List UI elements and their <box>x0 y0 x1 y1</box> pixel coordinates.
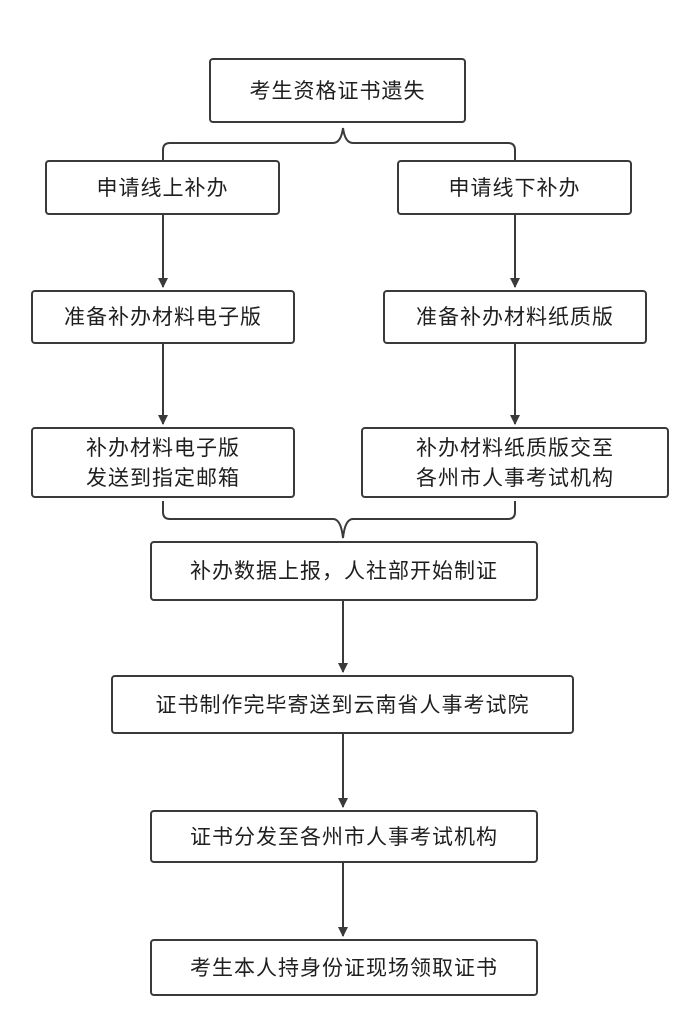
node-send-electronic: 补办材料电子版 发送到指定邮箱 <box>31 427 295 498</box>
node-offline-apply: 申请线下补办 <box>397 160 632 215</box>
node-report-data: 补办数据上报，人社部开始制证 <box>150 541 538 601</box>
node-certificate-lost: 考生资格证书遗失 <box>209 58 466 123</box>
split-brace <box>162 127 516 160</box>
node-collect: 考生本人持身份证现场领取证书 <box>150 939 538 996</box>
node-mail-certificate-label: 证书制作完毕寄送到云南省人事考试院 <box>155 692 530 717</box>
node-send-electronic-line-2: 发送到指定邮箱 <box>86 465 240 490</box>
node-report-data-label: 补办数据上报，人社部开始制证 <box>190 559 498 583</box>
node-submit-paper: 补办材料纸质版交至 各州市人事考试机构 <box>361 427 669 498</box>
node-prepare-paper: 准备补办材料纸质版 <box>383 290 647 344</box>
node-offline-apply-label: 申请线下补办 <box>448 175 581 200</box>
node-prepare-electronic: 准备补办材料电子版 <box>31 290 295 344</box>
node-certificate-lost-label: 考生资格证书遗失 <box>249 78 426 103</box>
node-online-apply: 申请线上补办 <box>45 160 280 215</box>
node-submit-paper-line-1: 补办材料纸质版交至 <box>416 435 614 460</box>
node-submit-paper-line-2: 各州市人事考试机构 <box>416 465 614 490</box>
node-distribute: 证书分发至各州市人事考试机构 <box>150 810 538 863</box>
node-prepare-electronic-label: 准备补办材料电子版 <box>64 305 262 329</box>
node-distribute-label: 证书分发至各州市人事考试机构 <box>190 824 498 849</box>
node-collect-label: 考生本人持身份证现场领取证书 <box>190 955 498 980</box>
node-prepare-paper-label: 准备补办材料纸质版 <box>416 305 614 329</box>
merge-brace <box>162 501 516 539</box>
node-online-apply-label: 申请线上补办 <box>96 175 229 200</box>
node-send-electronic-line-1: 补办材料电子版 <box>86 435 240 460</box>
node-mail-certificate: 证书制作完毕寄送到云南省人事考试院 <box>111 675 574 734</box>
